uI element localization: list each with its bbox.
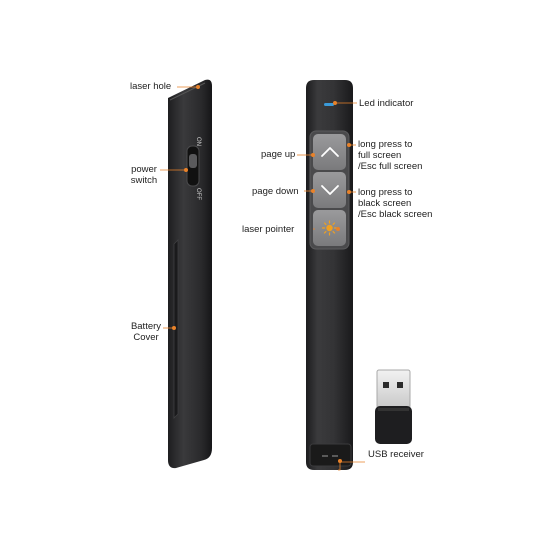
battery-cover (173, 239, 179, 419)
side-body (168, 79, 212, 469)
long-press-black-screen-label: long press to black screen /Esc black sc… (358, 187, 433, 220)
laser-pointer-label: laser pointer (242, 224, 295, 235)
chevron-down-icon (321, 185, 339, 195)
led-indicator-label: Led indicator (359, 98, 414, 109)
callout-dots (172, 85, 351, 463)
page-down-button[interactable] (313, 172, 346, 208)
switch-off-label: OFF (195, 188, 201, 200)
page-down-label: page down (252, 186, 299, 197)
usb-receiver-slot (309, 443, 352, 467)
presenter-front-view (306, 80, 353, 470)
battery-cover-label: Battery Cover (130, 321, 162, 343)
usb-receiver (375, 369, 412, 444)
page-up-button[interactable] (313, 134, 346, 170)
page-up-label: page up (261, 149, 296, 160)
power-switch-label: power switch (130, 164, 158, 186)
chevron-up-icon (321, 147, 339, 157)
long-press-full-screen-label: long press to full screen /Esc full scre… (358, 139, 423, 172)
led-indicator (324, 103, 334, 106)
presenter-side-view (168, 79, 212, 469)
callout-lines (160, 86, 365, 471)
sun-icon (321, 220, 338, 236)
laser-hole-label: laser hole (130, 81, 172, 92)
switch-on-label: ON (195, 137, 201, 146)
usb-receiver-label: USB receiver (368, 449, 424, 460)
